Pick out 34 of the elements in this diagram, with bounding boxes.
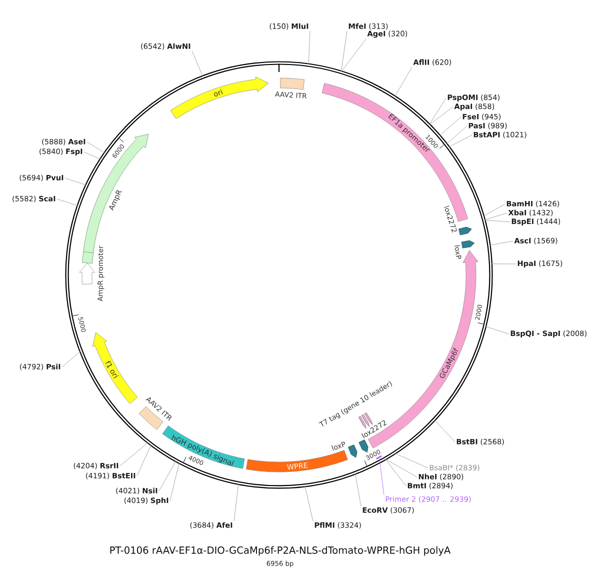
leader-line <box>434 420 456 442</box>
leader-line <box>446 126 468 144</box>
leader-line <box>120 442 148 466</box>
leader-line <box>394 453 428 468</box>
leader-line <box>429 98 446 125</box>
leader-line <box>340 30 348 72</box>
leader-line <box>379 458 384 496</box>
leader-line <box>439 116 462 136</box>
leader-line <box>170 462 180 502</box>
leader-line <box>394 66 412 97</box>
leader-line <box>64 178 87 186</box>
title: PT-0106 rAAV-EF1α-DIO-GCaMp6f-P2A-NLS-dTomato-WPRE-hGH polyA <box>110 546 451 556</box>
primer-mark <box>376 455 382 460</box>
leader-line <box>448 134 472 148</box>
leader-line <box>385 458 418 478</box>
leader-line <box>485 326 510 334</box>
leader-line <box>158 460 176 492</box>
leader-line <box>234 483 239 522</box>
leader-line <box>354 473 362 506</box>
leader-line <box>484 212 508 220</box>
leader-line <box>429 106 454 125</box>
leader-line <box>308 30 310 65</box>
leader-line <box>86 142 106 154</box>
leader-line <box>56 198 78 206</box>
leader-line <box>489 240 514 246</box>
leader-line <box>192 50 204 77</box>
leader-line <box>136 444 152 476</box>
leader-line <box>483 204 506 217</box>
leader-line <box>62 350 81 368</box>
leader-line <box>385 458 406 486</box>
leader-line <box>340 38 366 72</box>
leader-line <box>304 486 314 522</box>
leader-line <box>484 220 510 222</box>
leader-line <box>84 152 101 160</box>
